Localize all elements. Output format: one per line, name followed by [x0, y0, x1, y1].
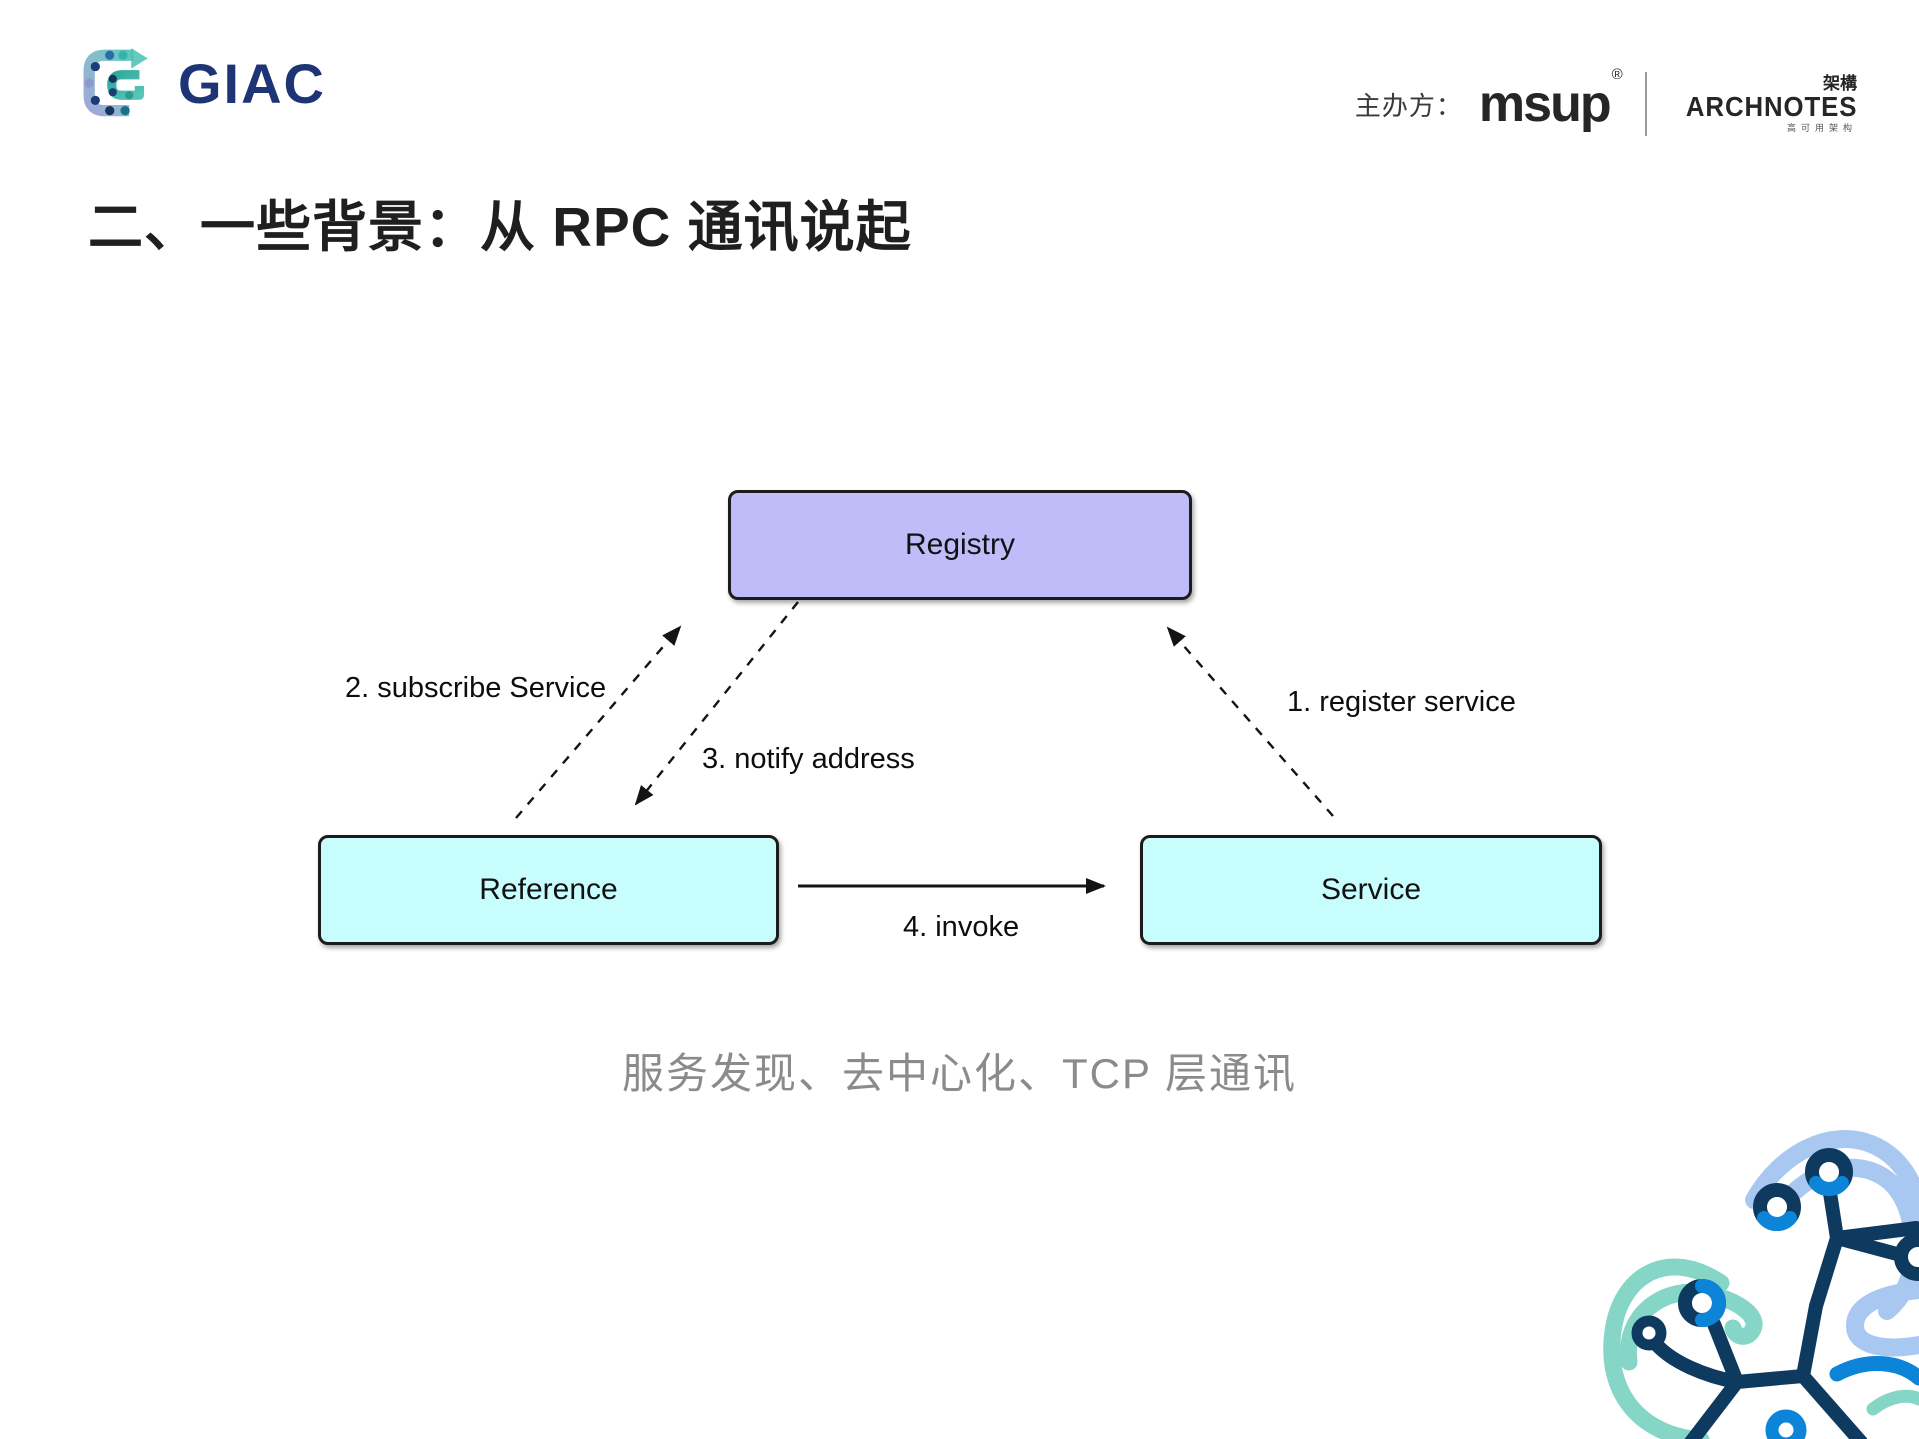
giac-wordmark: GIAC: [178, 52, 326, 115]
header-organizer-logos: 主办方： msup® 架構 ARCHNOTES 高可用架构: [1354, 67, 1857, 136]
archnotes-seal: 架構: [1823, 74, 1857, 93]
edge-invoke-label: 4. invoke: [903, 911, 1020, 943]
archnotes-tagline: 高可用架构: [1786, 123, 1857, 133]
msup-registered-mark: ®: [1611, 65, 1623, 83]
node-service: Service: [1140, 835, 1602, 945]
organizer-label: 主办方：: [1354, 90, 1463, 121]
edge-subscribe-arrow: [515, 625, 682, 819]
edge-subscribe-label: 2. subscribe Service: [345, 672, 607, 704]
giac-logo-icon: [83, 48, 148, 117]
node-registry: Registry: [728, 490, 1192, 600]
edge-register-label: 1. register service: [1287, 686, 1516, 718]
node-service-label: Service: [1320, 873, 1422, 906]
msup-wordmark: msup: [1478, 75, 1612, 133]
node-reference-label: Reference: [479, 873, 618, 906]
logo-divider: [1644, 72, 1647, 136]
giac-logo: GIAC: [74, 44, 326, 124]
archnotes-wordmark: ARCHNOTES: [1685, 91, 1857, 122]
node-reference: Reference: [318, 835, 779, 945]
slide-caption: 服务发现、去中心化、TCP 层通讯: [622, 1050, 1297, 1097]
node-registry-label: Registry: [904, 528, 1016, 561]
edge-notify-label: 3. notify address: [702, 743, 915, 775]
msup-logo: msup®: [1478, 67, 1623, 133]
page-title: 二、一些背景：从 RPC 通讯说起: [88, 196, 912, 258]
edge-register-arrow: [1166, 626, 1334, 817]
archnotes-logo: 架構 ARCHNOTES 高可用架构: [1671, 75, 1857, 133]
network-decoration: [1603, 1130, 1919, 1439]
